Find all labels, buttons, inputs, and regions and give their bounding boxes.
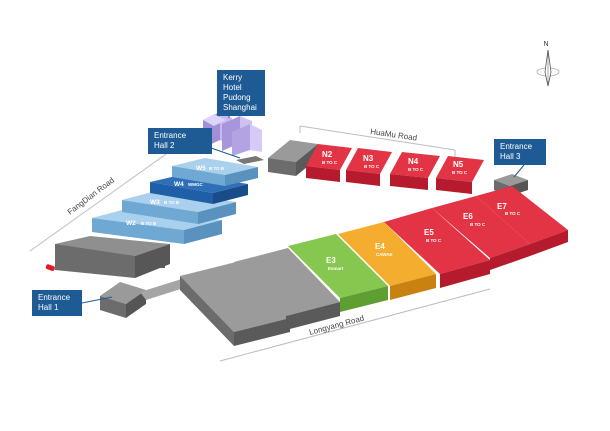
- hall-n5-sub: B TO C: [452, 170, 468, 175]
- kerry-callout-line-3: Shanghai: [223, 103, 257, 112]
- hall-e5-name: E5: [424, 228, 434, 237]
- hall-w2-name: W2: [126, 220, 136, 227]
- hall-w4[interactable]: W4 WMGC: [150, 174, 248, 204]
- entrance-hall-3-callout: Entrance Hall 3: [494, 139, 546, 165]
- hall-w3[interactable]: W3 B TO B: [122, 190, 236, 224]
- entrance3-line-2: Hall 3: [500, 152, 521, 161]
- kerry-callout-line-1: Kerry Hotel: [223, 73, 243, 92]
- hall-w5[interactable]: W5 B TO B: [172, 158, 258, 186]
- entrance1-pointer: [81, 296, 113, 304]
- hall-w3-name: W3: [150, 199, 160, 206]
- hall-w5-name: W5: [196, 165, 206, 172]
- entrance1-line-1: Entrance: [38, 293, 71, 302]
- hall-w4-sub: WMGC: [188, 182, 203, 187]
- road-lines: [29, 125, 491, 362]
- south-gray-halls: [180, 248, 340, 346]
- hall-w3-sub: B TO B: [164, 200, 180, 205]
- north-arrow-icon: [536, 49, 560, 87]
- hall-n3-name: N3: [363, 154, 374, 163]
- hall-w4-name: W4: [174, 181, 184, 188]
- hall-e7[interactable]: E7 B TO C: [476, 186, 568, 256]
- fangdian-road-label: FangDian Road: [66, 176, 116, 217]
- entrance2-line-2: Hall 2: [154, 141, 175, 150]
- hall-w2-sub: B TO B: [141, 221, 157, 226]
- hall-n2-sub: B TO C: [322, 160, 338, 165]
- hall-e6-sub: B TO C: [470, 222, 486, 227]
- hall-n3[interactable]: N3 B TO C: [346, 148, 392, 186]
- hall-w5-sub: B TO B: [209, 166, 225, 171]
- south-halls: E3 Esmart E4 CAWAE E5 B TO C E6 B TO C E…: [288, 186, 568, 312]
- hall-e5-sub: B TO C: [426, 238, 442, 243]
- hall-n2[interactable]: N2 B TO C: [306, 144, 352, 182]
- west-entrance-structures: [45, 236, 190, 318]
- gray-hall-1: [180, 262, 290, 346]
- hall-n2-name: N2: [322, 150, 333, 159]
- hall-e6[interactable]: E6 B TO C: [432, 196, 530, 270]
- entrance3-pointer: [513, 164, 525, 178]
- entrance2-pointer: [210, 147, 241, 159]
- hall-e4-sub: CAWAE: [376, 252, 393, 257]
- huamu-road-line: [299, 125, 456, 151]
- entrance-hall-2-callout: Entrance Hall 2: [148, 128, 212, 154]
- kerry-callout-line-2: Pudong: [223, 93, 251, 102]
- entrance-hall-1-callout: Entrance Hall 1: [32, 290, 82, 316]
- hall-n4[interactable]: N4 B TO C: [390, 152, 440, 190]
- hall-e4-name: E4: [375, 242, 385, 251]
- north-halls: N2 B TO C N3 B TO C N4 B TO C N5 B TO C: [268, 140, 528, 196]
- gray-hall-2: [234, 248, 340, 330]
- hall-n4-sub: B TO C: [408, 167, 424, 172]
- hall-n5[interactable]: N5 B TO C: [436, 156, 484, 194]
- compass: N: [536, 41, 560, 87]
- hall-e3-sub: Esmart: [328, 266, 344, 271]
- west-halls: W2 B TO B W3 B TO B W4 WMGC W5 B TO B: [92, 156, 264, 244]
- fangdian-road-line: [29, 146, 177, 252]
- hall-e4[interactable]: E4 CAWAE: [338, 222, 436, 300]
- entrance1-line-2: Hall 1: [38, 303, 59, 312]
- compass-north-label: N: [543, 41, 548, 48]
- entrance2-line-1: Entrance: [154, 131, 187, 140]
- red-marker: [45, 264, 55, 271]
- hall-e7-sub: B TO C: [505, 211, 521, 216]
- hall-e6-name: E6: [463, 212, 473, 221]
- hall-n3-sub: B TO C: [364, 164, 380, 169]
- north-gray-hall: [268, 140, 318, 176]
- entrance-hall-2-block: [236, 156, 264, 164]
- hall-e3-name: E3: [326, 256, 336, 265]
- hall-n4-name: N4: [408, 157, 419, 166]
- hall-e5[interactable]: E5 B TO C: [384, 208, 490, 288]
- longyang-road-line: [219, 288, 491, 362]
- hall-n5-name: N5: [453, 160, 464, 169]
- hall-e7-name: E7: [497, 202, 507, 211]
- entrance3-line-1: Entrance: [500, 142, 533, 151]
- hall-e3[interactable]: E3 Esmart: [288, 234, 388, 312]
- kerry-hotel-callout: Kerry Hotel Pudong Shanghai: [217, 70, 265, 116]
- hall-w2[interactable]: W2 B TO B: [92, 208, 222, 244]
